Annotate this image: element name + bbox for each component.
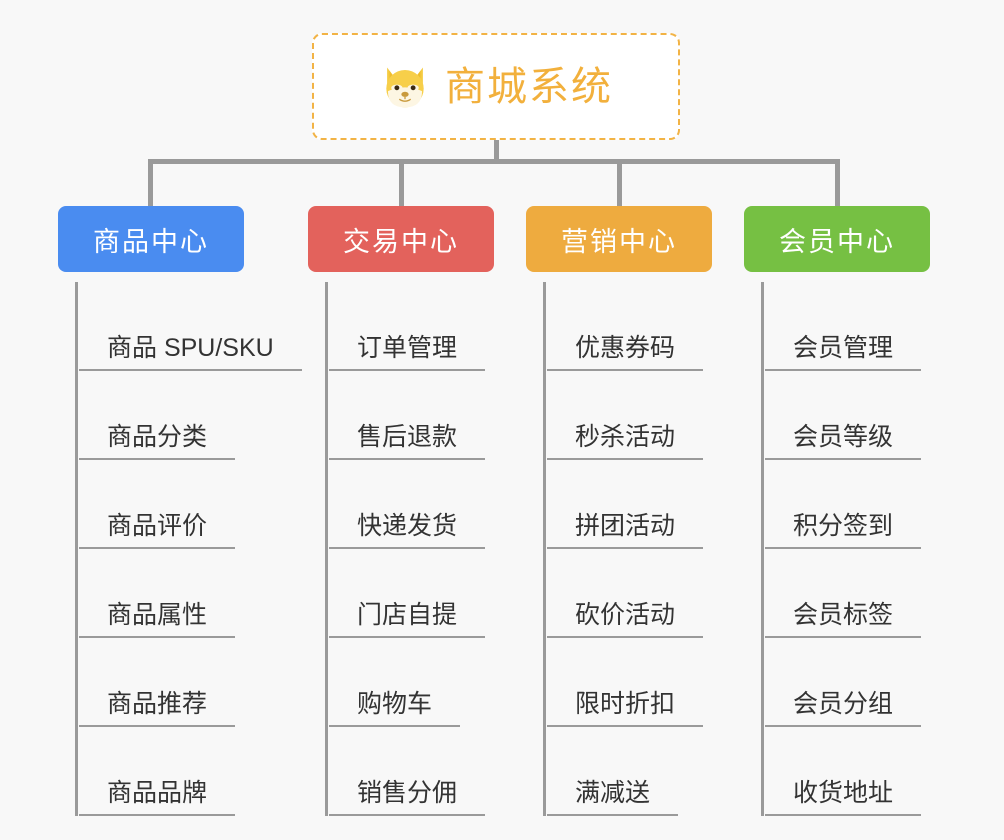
leaf-label: 会员管理	[765, 334, 922, 371]
leaf-label: 会员等级	[765, 423, 922, 460]
leaf-item[interactable]: 会员管理	[746, 282, 930, 371]
leaf-item[interactable]: 售后退款	[310, 371, 494, 460]
leaf-item[interactable]: 会员分组	[746, 638, 930, 727]
leaf-label: 售后退款	[329, 423, 486, 460]
leaf-item[interactable]: 拼团活动	[528, 460, 712, 549]
leaf-item[interactable]: 优惠券码	[528, 282, 712, 371]
leaf-item[interactable]: 商品评价	[60, 460, 244, 549]
branch-header-label-1: 商品中心	[93, 226, 209, 257]
root-title: 商城系统	[445, 64, 613, 109]
branch-header-3[interactable]: 营销中心	[526, 206, 712, 272]
branch-body-2: 订单管理 售后退款 快递发货 门店自提 购物车 销售分佣	[308, 282, 494, 816]
leaf-label: 砍价活动	[547, 601, 704, 638]
leaf-label: 快递发货	[329, 512, 486, 549]
leaf-label: 会员分组	[765, 690, 922, 727]
leaf-label: 销售分佣	[329, 779, 486, 816]
leaf-item[interactable]: 积分签到	[746, 460, 930, 549]
leaf-label: 收货地址	[765, 779, 922, 816]
leaf-label: 订单管理	[329, 334, 486, 371]
branch-header-1[interactable]: 商品中心	[58, 206, 244, 272]
branch-header-label-2: 交易中心	[343, 226, 459, 257]
branch-column-2: 交易中心 订单管理 售后退款 快递发货 门店自提 购物车 销售分佣	[308, 206, 494, 816]
branch-body-4: 会员管理 会员等级 积分签到 会员标签 会员分组 收货地址	[744, 282, 930, 816]
root-node-shop-system[interactable]: 商城系统	[312, 33, 680, 140]
leaf-label: 购物车	[329, 690, 461, 727]
leaf-label: 商品 SPU/SKU	[79, 334, 302, 371]
leaf-item[interactable]: 商品推荐	[60, 638, 244, 727]
branch-header-4[interactable]: 会员中心	[744, 206, 930, 272]
leaf-label: 商品属性	[79, 601, 236, 638]
branch-column-1: 商品中心 商品 SPU/SKU 商品分类 商品评价 商品属性 商品推荐 商品品牌	[58, 206, 302, 816]
connector-root-stem	[494, 140, 499, 162]
leaf-item[interactable]: 订单管理	[310, 282, 494, 371]
branch-spine-1	[75, 282, 78, 816]
connector-drop-4	[835, 159, 840, 207]
connector-drop-2	[399, 159, 404, 207]
branch-body-3: 优惠券码 秒杀活动 拼团活动 砍价活动 限时折扣 满减送	[526, 282, 712, 816]
shiba-dog-face-icon	[386, 67, 424, 109]
leaf-label: 商品品牌	[79, 779, 236, 816]
leaf-item[interactable]: 秒杀活动	[528, 371, 712, 460]
leaf-label: 优惠券码	[547, 334, 704, 371]
branch-body-1: 商品 SPU/SKU 商品分类 商品评价 商品属性 商品推荐 商品品牌	[58, 282, 302, 816]
leaf-item[interactable]: 门店自提	[310, 549, 494, 638]
leaf-item[interactable]: 购物车	[310, 638, 494, 727]
branch-spine-4	[761, 282, 764, 816]
branch-header-2[interactable]: 交易中心	[308, 206, 494, 272]
leaf-item[interactable]: 满减送	[528, 727, 712, 816]
leaf-label: 限时折扣	[547, 690, 704, 727]
branch-header-label-4: 会员中心	[779, 226, 895, 257]
branch-header-label-3: 营销中心	[561, 226, 677, 257]
connector-drop-1	[148, 159, 153, 207]
leaf-item[interactable]: 商品 SPU/SKU	[60, 282, 302, 371]
leaf-item[interactable]: 商品分类	[60, 371, 244, 460]
branch-column-4: 会员中心 会员管理 会员等级 积分签到 会员标签 会员分组 收货地址	[744, 206, 930, 816]
branch-spine-2	[325, 282, 328, 816]
leaf-label: 商品分类	[79, 423, 236, 460]
leaf-item[interactable]: 会员标签	[746, 549, 930, 638]
leaf-item[interactable]: 会员等级	[746, 371, 930, 460]
leaf-item[interactable]: 商品属性	[60, 549, 244, 638]
leaf-label: 满减送	[547, 779, 679, 816]
leaf-item[interactable]: 收货地址	[746, 727, 930, 816]
leaf-item[interactable]: 商品品牌	[60, 727, 244, 816]
leaf-label: 商品评价	[79, 512, 236, 549]
leaf-label: 商品推荐	[79, 690, 236, 727]
connector-drop-3	[617, 159, 622, 207]
leaf-item[interactable]: 限时折扣	[528, 638, 712, 727]
leaf-label: 会员标签	[765, 601, 922, 638]
leaf-label: 积分签到	[765, 512, 922, 549]
leaf-label: 秒杀活动	[547, 423, 704, 460]
leaf-label: 门店自提	[329, 601, 486, 638]
branch-column-3: 营销中心 优惠券码 秒杀活动 拼团活动 砍价活动 限时折扣 满减送	[526, 206, 712, 816]
connector-horizontal-bus	[148, 159, 840, 164]
leaf-item[interactable]: 砍价活动	[528, 549, 712, 638]
leaf-label: 拼团活动	[547, 512, 704, 549]
branch-spine-3	[543, 282, 546, 816]
leaf-item[interactable]: 快递发货	[310, 460, 494, 549]
leaf-item[interactable]: 销售分佣	[310, 727, 494, 816]
